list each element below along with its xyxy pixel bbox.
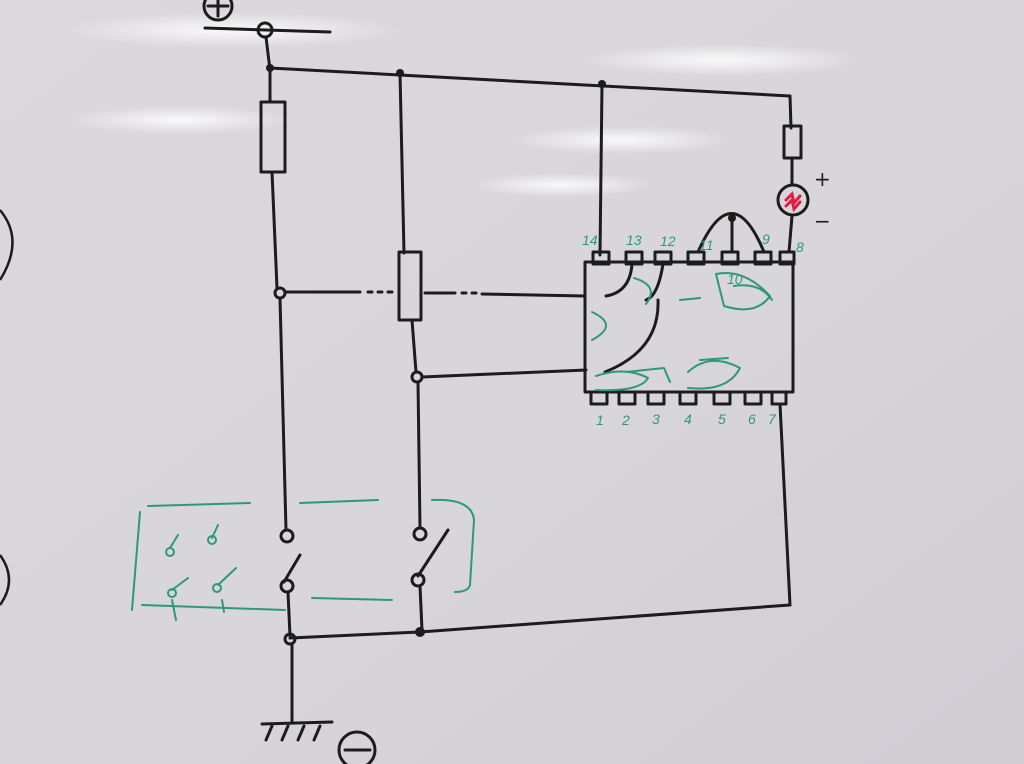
edge-circle-mark (0, 209, 14, 281)
green-annotations (131, 272, 773, 621)
light-reflection (580, 44, 860, 76)
chip-top-pin-labels: 14 13 12 11 10 9 8 (582, 231, 804, 287)
pin-label: 2 (621, 412, 630, 428)
pin-label: 8 (796, 239, 804, 255)
light-reflection (70, 106, 290, 134)
pin-label: 4 (684, 411, 692, 427)
pin-label: 6 (748, 411, 756, 427)
pin-label: 5 (718, 411, 726, 427)
circuit-wiring (202, 0, 810, 764)
pin-label: 7 (768, 411, 777, 427)
pin-label: 3 (652, 411, 660, 427)
edge-circle-mark (0, 554, 11, 606)
light-reflection (510, 126, 730, 154)
pin-label: 11 (699, 237, 714, 253)
junction-dots (266, 64, 736, 637)
pin-label: 9 (762, 231, 770, 247)
pin-label: 10 (727, 271, 743, 287)
pin-label: 1 (596, 412, 604, 428)
light-reflection (470, 173, 650, 197)
pin-label: 14 (582, 232, 598, 248)
pin-label: 13 (626, 232, 642, 248)
chip-bottom-pin-labels: 1 2 3 4 5 6 7 (596, 411, 777, 428)
led-minus-label: − (814, 209, 831, 233)
led-plus-label: + (814, 167, 831, 191)
led-icon (784, 191, 802, 213)
pin-label: 12 (660, 233, 676, 249)
